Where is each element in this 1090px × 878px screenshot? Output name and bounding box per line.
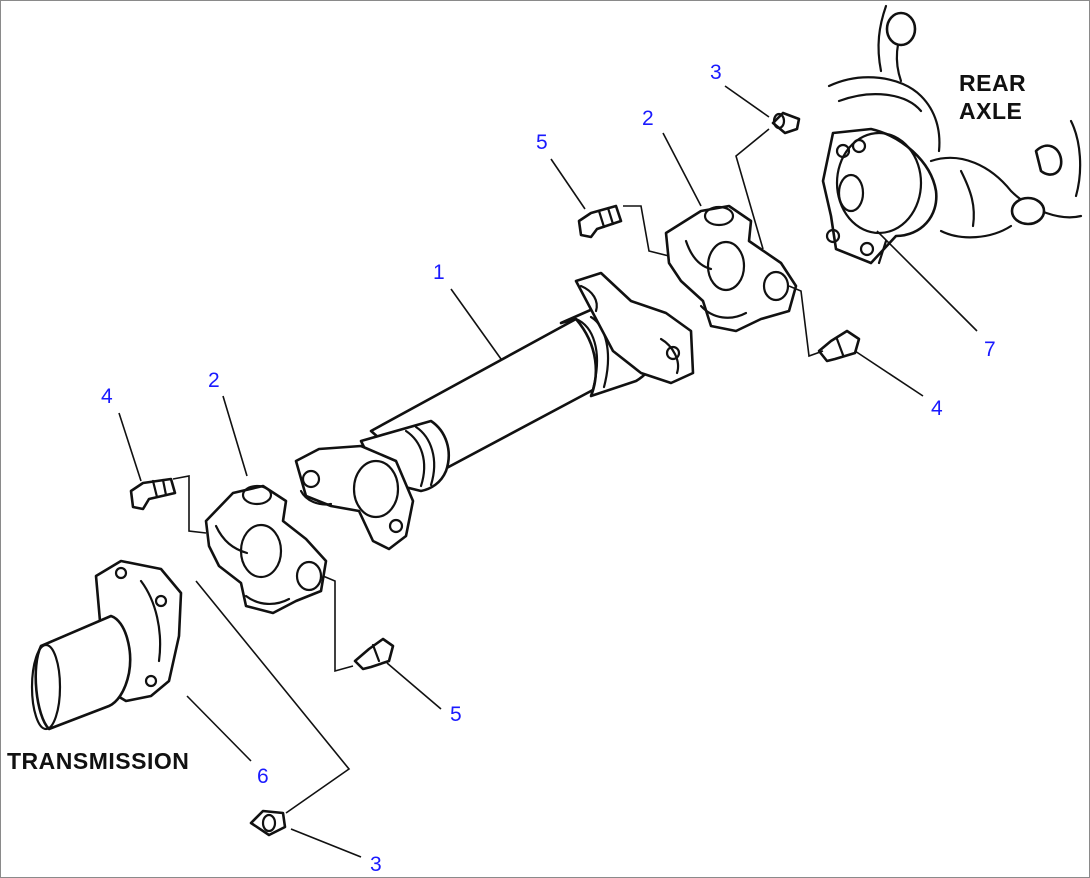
rear-axle-housing: [821, 4, 1083, 265]
grease-fitting-top: [771, 111, 801, 135]
callout-6: 6: [257, 765, 269, 788]
callout-5-top: 5: [536, 131, 548, 154]
callout-numbers: 1 2 3 5 7 4 4 2 5 6 3: [101, 61, 996, 876]
bolt-4-right: [817, 329, 861, 363]
bolt-5-top: [577, 204, 623, 239]
part-labels: REAR AXLE TRANSMISSION: [7, 70, 1026, 774]
callout-2-top: 2: [642, 107, 654, 130]
callout-leaders: [118, 85, 978, 858]
universal-joint-upper: [664, 204, 798, 333]
callout-1: 1: [433, 261, 445, 284]
callout-4-left: 4: [101, 385, 113, 408]
callout-4-right: 4: [931, 397, 943, 420]
callout-3-top: 3: [710, 61, 722, 84]
rear-axle-label-line2: AXLE: [959, 98, 1022, 124]
grease-fitting-bottom: [249, 809, 287, 837]
assembly-lines: [172, 128, 824, 814]
callout-3-bottom: 3: [370, 853, 382, 876]
rear-axle-label-line1: REAR: [959, 70, 1026, 96]
drive-shaft: [294, 271, 695, 551]
bolt-4-left: [129, 477, 177, 511]
callout-2-left: 2: [208, 369, 220, 392]
callout-7: 7: [984, 338, 996, 361]
universal-joint-lower: [204, 484, 328, 615]
transmission-output-flange: [30, 559, 183, 731]
transmission-label: TRANSMISSION: [7, 748, 189, 774]
bolt-5-bottom: [353, 637, 395, 671]
callout-5-bottom: 5: [450, 703, 462, 726]
